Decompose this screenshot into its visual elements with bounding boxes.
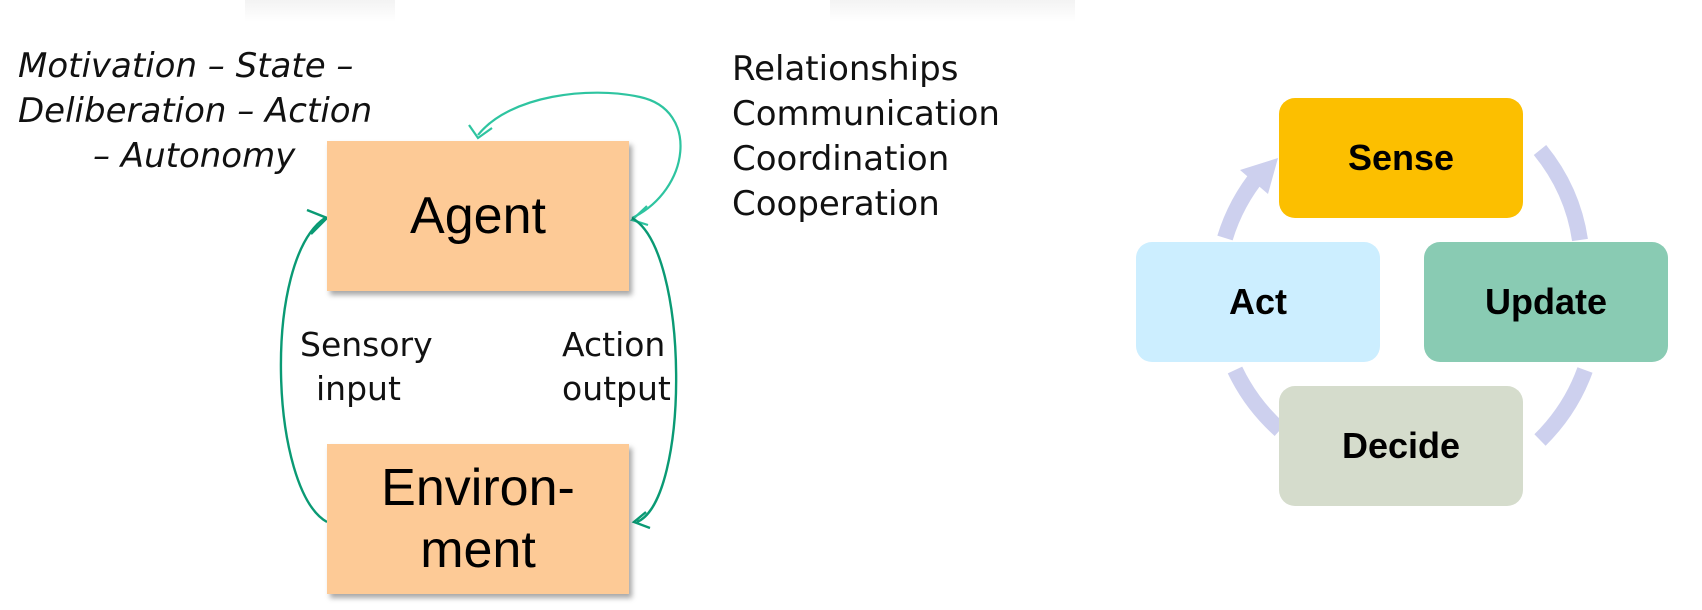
act-label: Act (1228, 281, 1287, 322)
ring-arrowhead (1240, 158, 1278, 194)
concept-item: Coordination (732, 139, 950, 179)
agent-self-loop-arrow (477, 91, 682, 219)
cycle-node-update: Update (1424, 242, 1668, 362)
ring-segment-decide-act (1227, 366, 1286, 436)
action-output-arrowhead (631, 511, 651, 530)
concept-item: Communication (732, 94, 1000, 134)
top-decoration-right (830, 0, 1075, 22)
agent-environment-arrows (279, 91, 682, 530)
top-decoration-left (245, 0, 395, 22)
decide-label: Decide (1341, 425, 1461, 466)
environment-box: Environ- ment (327, 444, 629, 594)
action-label-line: Action (562, 325, 666, 364)
sensory-input-arrow (279, 217, 328, 524)
annotation-line: Deliberation – Action (18, 91, 373, 131)
cycle-ring (1217, 144, 1593, 446)
cycle-node-act: Act (1136, 242, 1380, 362)
annotation-line: – Autonomy (93, 136, 296, 176)
sensory-label-line: Sensory (300, 325, 433, 364)
concept-item: Relationships (732, 49, 959, 89)
environment-label-line: ment (420, 521, 536, 579)
ring-segment-act-sense (1217, 167, 1267, 241)
sensory-input-label: Sensory input (300, 323, 433, 411)
agent-box: Agent (327, 141, 629, 291)
sense-label: Sense (1347, 137, 1455, 178)
action-output-arrow (631, 216, 678, 524)
action-label-line: output (562, 369, 671, 408)
concept-item: Cooperation (732, 184, 940, 224)
update-label: Update (1484, 281, 1607, 322)
sensory-input-arrowhead (306, 208, 330, 235)
ring-segment-sense-update (1533, 144, 1588, 242)
annotation-line: Motivation – State – (18, 46, 354, 86)
cycle-node-sense: Sense (1279, 98, 1523, 218)
cycle-node-decide: Decide (1279, 386, 1523, 506)
agent-properties-annotation: Motivation – State – Deliberation – Acti… (18, 44, 398, 179)
agent-self-loop-arrowhead (468, 124, 493, 140)
sensory-label-line: input (316, 369, 401, 408)
ring-segment-update-decide (1534, 367, 1593, 446)
agent-self-loop-arrowhead-end (629, 205, 649, 227)
agent-label: Agent (410, 187, 546, 245)
interaction-concepts-list: Relationships Communication Coordination… (732, 47, 1000, 227)
action-output-label: Action output (562, 323, 671, 411)
environment-label-line: Environ- (381, 459, 575, 517)
